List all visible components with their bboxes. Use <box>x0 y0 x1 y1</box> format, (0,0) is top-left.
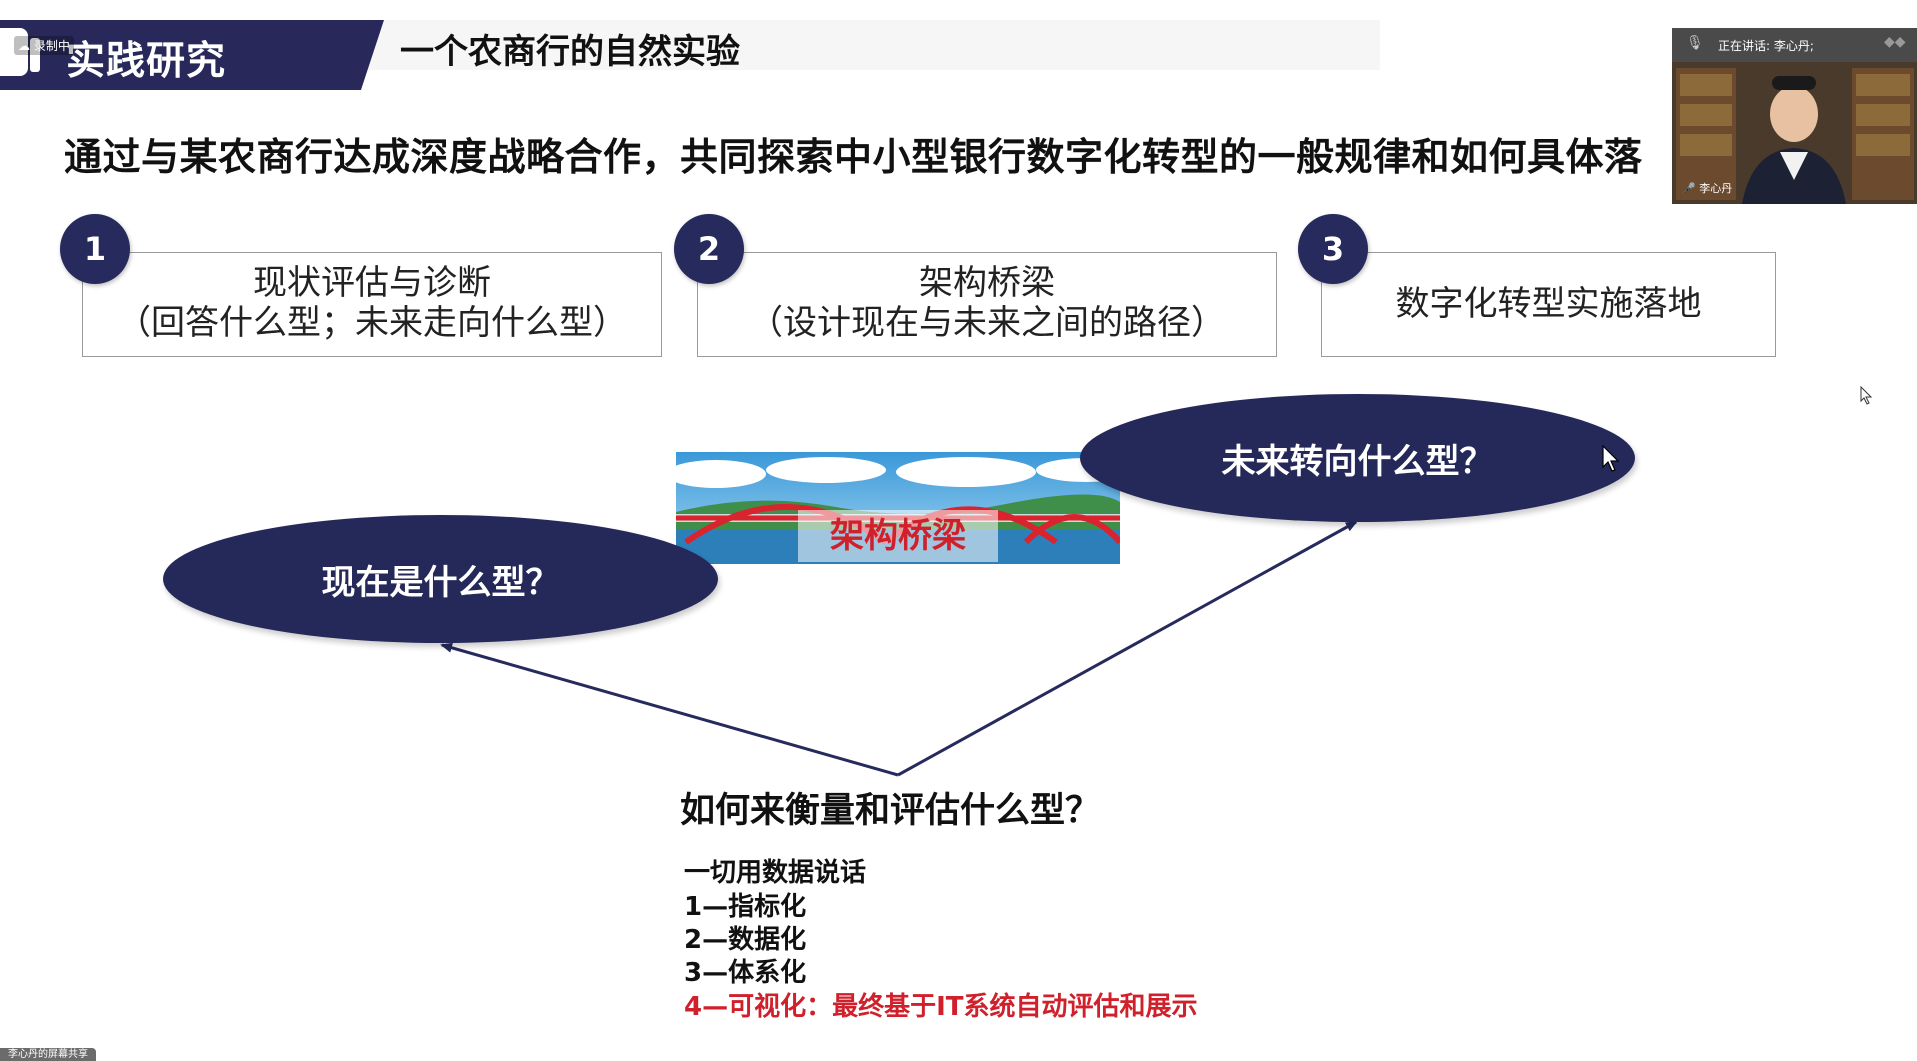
list-item: 3—体系化 <box>684 958 807 988</box>
arrow-to-current <box>440 642 899 777</box>
mic-muted-icon: 🎙 <box>1686 35 1704 51</box>
step-2-number: 2 <box>674 214 744 284</box>
step-box-2: 架构桥梁 （设计现在与未来之间的路径） <box>697 252 1277 357</box>
participant-name: 🎤 李心丹 <box>1682 180 1732 196</box>
slide-title: 一个农商行的自然实验 <box>400 32 740 72</box>
mouse-cursor-icon <box>1602 445 1620 472</box>
step-box-3: 数字化转型实施落地 <box>1321 252 1776 357</box>
video-status-bar <box>1672 28 1917 62</box>
evaluation-question: 如何来衡量和评估什么型？ <box>680 791 1101 831</box>
future-state-label: 未来转向什么型？ <box>1221 441 1494 482</box>
pointer-cursor-icon <box>1860 386 1873 405</box>
recording-indicator[interactable]: ☁ 录制中 <box>14 36 74 55</box>
step-3-number: 3 <box>1298 214 1368 284</box>
slide-headline: 通过与某农商行达成深度战略合作，共同探索中小型银行数字化转型的一般规律和如何具体… <box>64 135 1643 179</box>
video-frame <box>1672 62 1917 204</box>
list-item-highlight: 4—可视化：最终基于IT系统自动评估和展示 <box>684 992 1198 1022</box>
bridge-label: 架构桥梁 <box>798 510 998 562</box>
section-title: 实践研究 <box>66 39 227 84</box>
speaking-indicator: 正在讲话: 李心丹; <box>1718 39 1814 53</box>
step-2-line1: 架构桥梁 <box>919 263 1055 303</box>
signal-icon: ◆◆ <box>1884 34 1906 50</box>
future-state-ellipse: 未来转向什么型？ <box>1080 394 1635 522</box>
screen-share-label: 李心丹的屏幕共享 <box>0 1048 96 1061</box>
section-marker-bar <box>30 38 40 72</box>
title-bar-background <box>360 20 1380 70</box>
section-marker <box>0 28 28 76</box>
current-state-ellipse: 现在是什么型？ <box>163 515 718 643</box>
section-tab <box>0 20 384 90</box>
mic-icon: 🎤 <box>1682 182 1696 195</box>
step-1-number: 1 <box>60 214 130 284</box>
recording-label: 录制中 <box>33 39 70 53</box>
step-2-line2: （设计现在与未来之间的路径） <box>749 303 1225 343</box>
arrow-to-future <box>897 520 1358 777</box>
cloud-icon: ☁ <box>18 39 30 53</box>
current-state-label: 现在是什么型？ <box>321 562 560 603</box>
speaker-video[interactable]: 🎙 正在讲话: 李心丹; ◆◆ 🎤 李心丹 <box>1672 28 1917 204</box>
list-item: 1—指标化 <box>684 892 807 922</box>
step-3-line1: 数字化转型实施落地 <box>1395 284 1702 324</box>
list-item: 2—数据化 <box>684 925 807 955</box>
list-item: 一切用数据说话 <box>684 858 867 888</box>
step-1-line1: 现状评估与诊断 <box>253 263 491 303</box>
step-1-line2: （回答什么型；未来走向什么型） <box>117 303 627 343</box>
step-box-1: 现状评估与诊断 （回答什么型；未来走向什么型） <box>82 252 662 357</box>
participant-name-label: 李心丹 <box>1699 182 1733 195</box>
